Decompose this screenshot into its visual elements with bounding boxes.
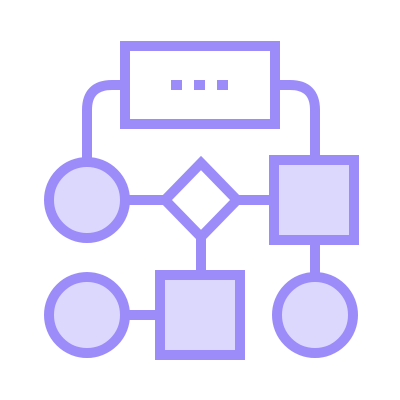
connector-lines bbox=[82, 80, 320, 320]
ellipsis-dot bbox=[171, 80, 182, 90]
end-circle-right bbox=[272, 272, 358, 358]
ellipsis-dot bbox=[217, 80, 228, 90]
end-circle-left bbox=[44, 272, 130, 358]
decision-diamond bbox=[158, 155, 244, 245]
process-square-bottom bbox=[155, 270, 245, 360]
start-circle bbox=[44, 157, 130, 243]
process-square-right bbox=[269, 155, 359, 245]
ellipsis-dot bbox=[194, 80, 205, 90]
connector-process-to-right-square bbox=[275, 80, 320, 160]
process-box bbox=[120, 41, 280, 129]
connector-process-to-left-circle bbox=[82, 80, 125, 160]
